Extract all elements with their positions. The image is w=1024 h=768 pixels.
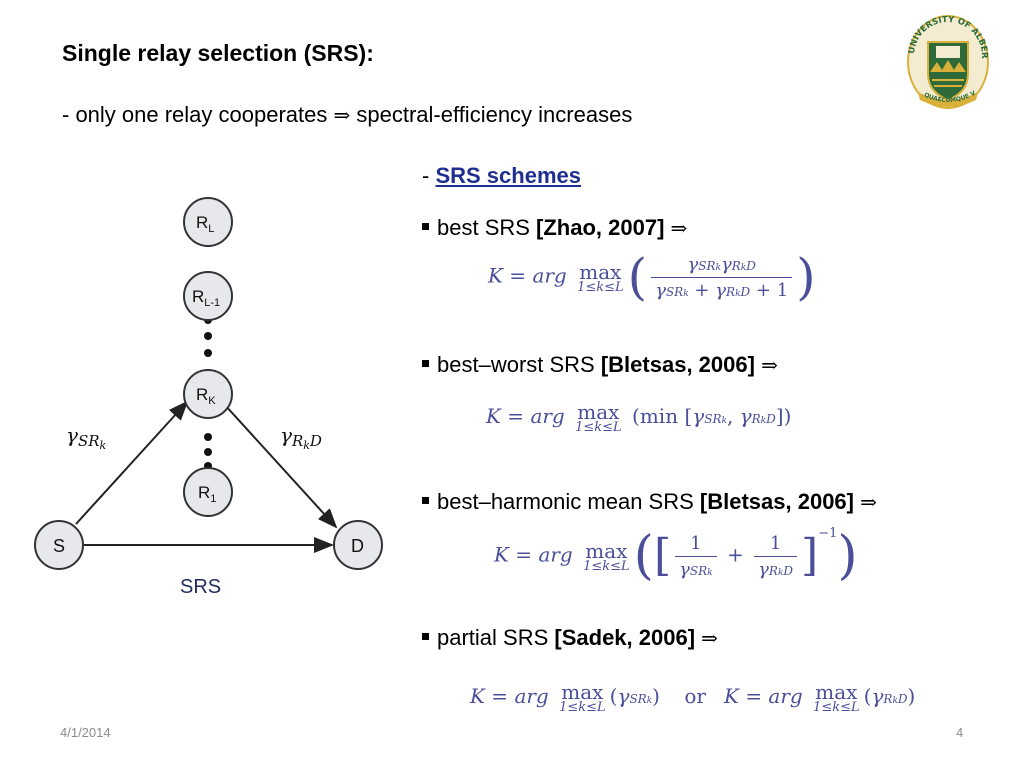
node-rk: RK xyxy=(183,369,233,419)
node-rl-1: RL-1 xyxy=(183,271,233,321)
implies-icon: ⇒ xyxy=(860,490,877,514)
citation: [Bletsas, 2006] xyxy=(699,489,854,514)
citation: [Sadek, 2006] xyxy=(554,625,696,650)
citation: [Zhao, 2007] xyxy=(536,215,665,240)
svg-text:R1: R1 xyxy=(198,483,216,505)
edge-rk-to-d xyxy=(223,403,338,529)
svg-text:RK: RK xyxy=(196,385,216,407)
schemes-heading: - SRS schemes xyxy=(422,163,581,189)
diagram-caption: SRS xyxy=(180,576,221,598)
implies-icon: ⇒ xyxy=(670,216,688,240)
bullet-square-icon xyxy=(422,359,429,367)
relay-dot xyxy=(204,448,212,456)
node-rk-sub: K xyxy=(208,395,216,407)
gamma-sr-label: γSRk xyxy=(66,423,107,452)
bullet-best-worst-srs: best–worst SRS [Bletsas, 2006] ⇒ xyxy=(422,352,778,378)
edge-s-to-rk xyxy=(75,400,189,525)
svg-text:RL: RL xyxy=(196,213,214,235)
node-s-label: S xyxy=(53,536,65,556)
slide-subtitle: - only one relay cooperates ⇒ spectral-e… xyxy=(62,102,632,128)
bullet-best-harmonic-mean-srs: best–harmonic mean SRS [Bletsas, 2006] ⇒ xyxy=(422,489,877,515)
implies-icon: ⇒ xyxy=(701,626,718,650)
citation: [Bletsas, 2006] xyxy=(600,352,755,377)
subtitle-text: - only one relay cooperates xyxy=(62,102,328,127)
slide-title: Single relay selection (SRS): xyxy=(62,40,374,66)
node-rl-label: R xyxy=(196,213,208,232)
node-s: S xyxy=(34,520,84,570)
node-rl1-label: R xyxy=(192,287,204,306)
bullet-best-srs: best SRS [Zhao, 2007] ⇒ xyxy=(422,215,687,241)
footer-date: 4/1/2014 xyxy=(60,725,111,740)
node-rl-sub: L xyxy=(208,223,214,235)
bullet-square-icon xyxy=(422,496,429,504)
node-r1-sub: 1 xyxy=(210,493,216,505)
bullet-text: best–worst SRS xyxy=(437,352,601,377)
node-r1: R1 xyxy=(183,467,233,517)
university-logo: UNIVERSITY OF ALBERTA QUAECUMQUE VERA xyxy=(906,10,989,109)
node-rk-label: R xyxy=(196,385,208,404)
relay-dot xyxy=(204,349,212,357)
bullet-partial-srs: partial SRS [Sadek, 2006] ⇒ xyxy=(422,625,718,651)
schemes-dash: - xyxy=(422,163,436,188)
svg-text:RL-1: RL-1 xyxy=(192,287,220,309)
node-d-label: D xyxy=(351,536,364,556)
bullet-square-icon xyxy=(422,632,429,640)
subtitle-tail: spectral-efficiency increases xyxy=(356,102,633,127)
node-rl: RL xyxy=(183,197,233,247)
srs-diagram: RL RL-1 RK R1 S D γSRk γRkD SRS xyxy=(34,197,383,598)
node-rl1-sub: L-1 xyxy=(204,297,220,309)
bullet-text: best SRS xyxy=(437,215,537,240)
node-r1-label: R xyxy=(198,483,210,502)
page-number: 4 xyxy=(956,725,964,740)
bullet-text: partial SRS xyxy=(437,625,555,650)
bullet-text: best–harmonic mean SRS xyxy=(437,489,700,514)
relay-dot xyxy=(204,433,212,441)
srs-schemes-link[interactable]: SRS schemes xyxy=(435,163,581,188)
relay-dot xyxy=(204,332,212,340)
implies-icon: ⇒ xyxy=(761,353,778,377)
gamma-rd-label: γRkD xyxy=(280,423,322,452)
implies-icon: ⇒ xyxy=(333,103,351,127)
node-d: D xyxy=(333,520,383,570)
bullet-square-icon xyxy=(422,222,429,230)
